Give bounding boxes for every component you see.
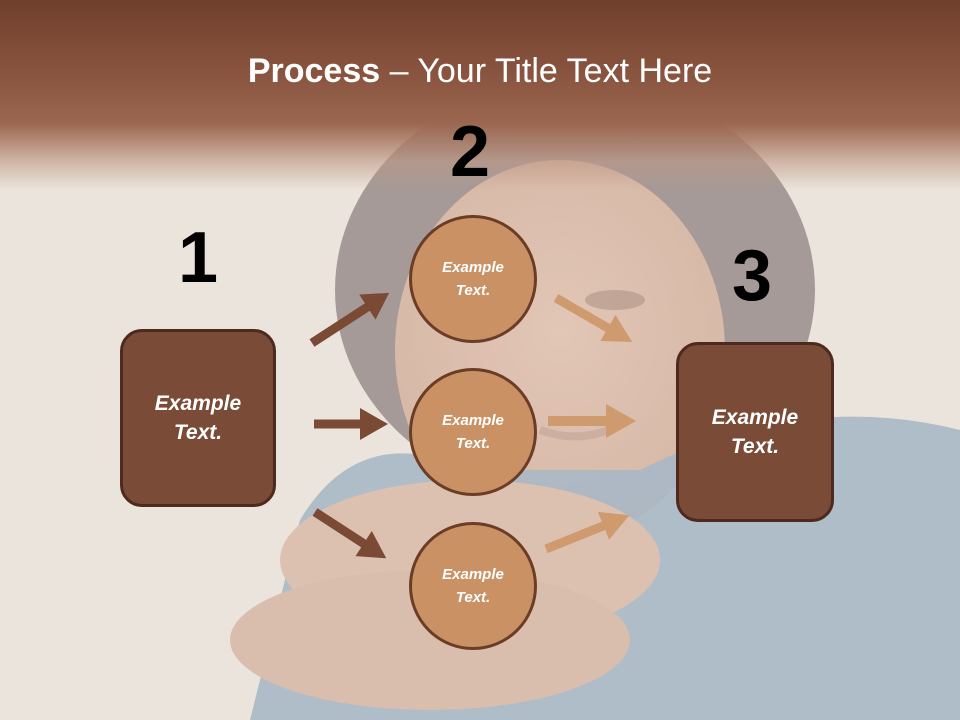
circle-text: Example Text. (442, 565, 504, 606)
step-number-3: 3 (732, 236, 773, 316)
arrow-step1-to-top (309, 292, 390, 347)
title-rest: – Your Title Text Here (380, 52, 713, 90)
step-number-2: 2 (450, 112, 491, 192)
arrow-top-to-step3 (553, 294, 633, 342)
step3-box[interactable]: Example Text. (676, 342, 834, 522)
step-number-1: 1 (178, 218, 219, 298)
circle-text: Example Text. (442, 411, 504, 452)
arrow-bottom-to-step3 (544, 511, 630, 554)
step1-box[interactable]: Example Text. (120, 329, 276, 507)
step2-circle-bottom[interactable]: Example Text. (409, 522, 537, 650)
circle-text: Example Text. (442, 258, 504, 299)
arrow-step1-to-middle (314, 408, 388, 440)
arrow-middle-to-step3 (548, 404, 636, 438)
slide-title[interactable]: Process – Your Title Text Here (0, 52, 960, 91)
step2-circle-top[interactable]: Example Text. (409, 215, 537, 343)
arrow-step1-to-bottom (312, 508, 387, 559)
title-band (0, 0, 960, 190)
step1-text: Example Text. (154, 391, 242, 444)
step2-circle-middle[interactable]: Example Text. (409, 368, 537, 496)
title-bold: Process (247, 52, 381, 90)
step3-text: Example Text. (711, 405, 799, 458)
